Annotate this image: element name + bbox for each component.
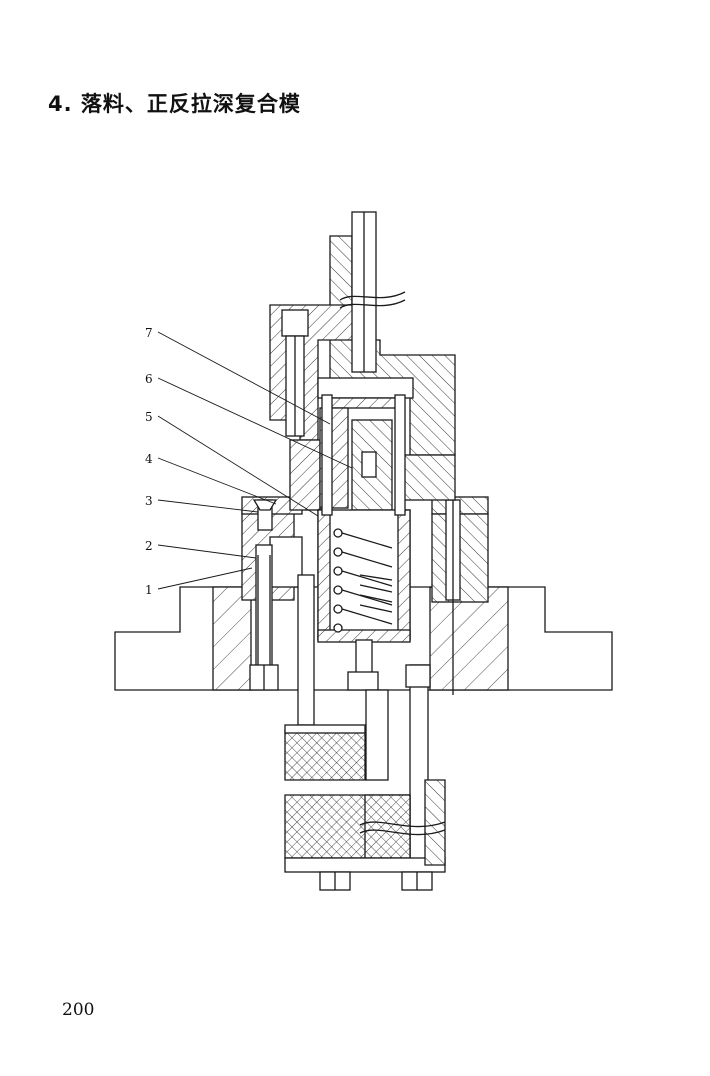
leader-1	[157, 567, 253, 590]
right-retainer	[431, 496, 489, 695]
lower-ejector	[347, 639, 431, 871]
coil-spring	[333, 528, 393, 633]
leader-3	[157, 499, 259, 513]
part-label: 6	[145, 372, 153, 386]
part-label: 5	[145, 410, 153, 424]
leader-2	[157, 544, 257, 559]
part-label: 3	[145, 494, 153, 508]
part-labels: 1 2 3 4 5 6 7	[145, 326, 153, 597]
bottom-nuts	[319, 871, 433, 891]
left-bolt	[249, 544, 279, 691]
leader-6	[157, 377, 353, 469]
page-number: 200	[62, 1000, 95, 1020]
part-label: 2	[145, 539, 153, 553]
part-label: 7	[145, 326, 153, 340]
leader-5	[157, 415, 319, 517]
callout-leaders	[157, 331, 353, 590]
push-plate	[317, 377, 414, 409]
leader-4	[157, 457, 277, 505]
leader-7	[157, 331, 331, 425]
part-label: 4	[145, 452, 153, 466]
part-label: 1	[145, 583, 153, 597]
section-title: 4. 落料、正反拉深复合模	[48, 92, 301, 116]
upper-bolt	[281, 309, 309, 437]
rubber-buffer	[284, 724, 446, 873]
ejector-rod	[339, 211, 406, 373]
